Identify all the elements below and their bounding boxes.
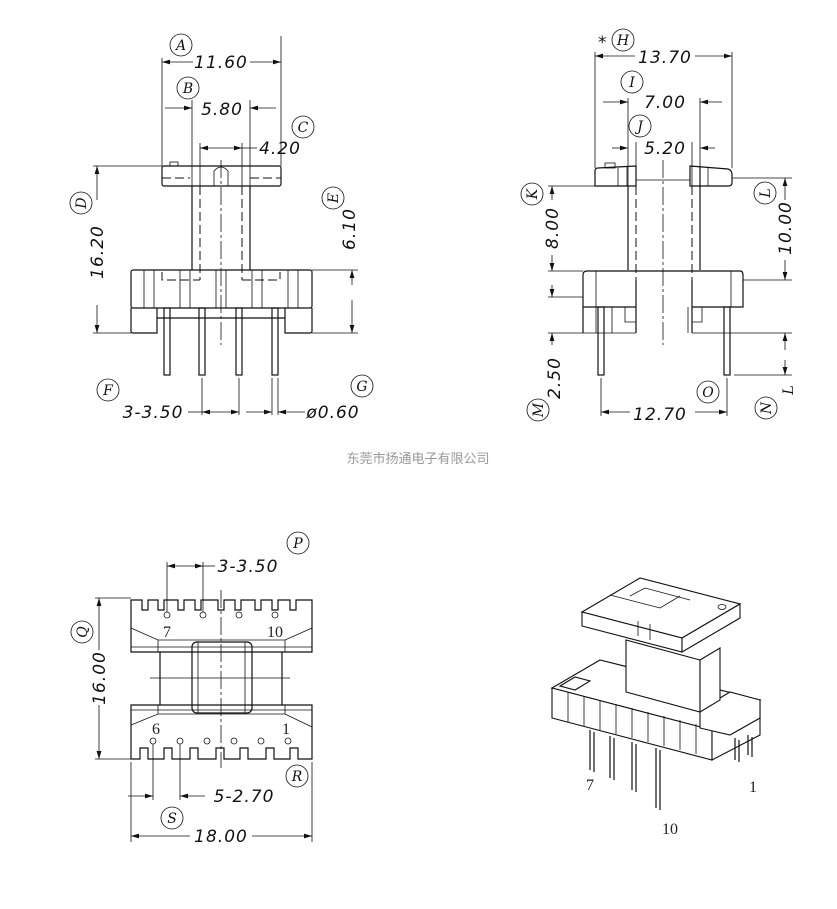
dim-L: 10.00 <box>776 201 796 255</box>
label-circle-R <box>285 764 309 788</box>
label-B: B <box>182 81 193 97</box>
label-circle-O <box>696 380 720 404</box>
label-circle-M <box>526 398 550 422</box>
dim-D: 16.20 <box>88 225 108 279</box>
iso-pin-label-10: 10 <box>662 821 678 838</box>
dim-A: 11.60 <box>194 53 248 73</box>
label-circle-P <box>286 531 310 555</box>
label-O: O <box>702 385 714 401</box>
dim-C: 4.20 <box>259 139 301 159</box>
label-A: A <box>174 38 186 54</box>
label-circle-K <box>520 182 544 206</box>
label-C: C <box>298 120 309 136</box>
dim-E: 6.10 <box>340 208 360 250</box>
dim-B: 5.80 <box>201 100 243 120</box>
dim-M: 2.50 <box>545 357 565 399</box>
dim-S: 18.00 <box>194 827 248 847</box>
pin-label-7: 7 <box>163 624 171 641</box>
label-R: R <box>291 769 303 785</box>
dim-R: 5-2.70 <box>214 787 275 807</box>
label-F: F <box>102 383 114 399</box>
label-S: S <box>167 811 177 827</box>
label-H: H <box>616 33 630 49</box>
dim-P: 3-3.50 <box>218 557 279 577</box>
dim-F: 3-3.50 <box>123 403 184 423</box>
label-circle-G <box>350 374 374 398</box>
label-circle-D <box>69 191 93 215</box>
label-N: N <box>759 401 775 415</box>
label-J: J <box>634 119 644 135</box>
dim-N: L <box>781 385 797 395</box>
label-L: L <box>758 188 774 198</box>
label-E: E <box>326 193 342 204</box>
iso-pin-label-1: 1 <box>749 779 757 796</box>
label-circle-C <box>291 115 315 139</box>
pin-label-1: 1 <box>282 721 290 738</box>
dim-K: 8.00 <box>543 207 563 249</box>
label-circle-E <box>321 186 345 210</box>
label-circle-I <box>620 70 644 94</box>
label-Q: Q <box>75 626 91 638</box>
label-circle-N <box>754 396 778 420</box>
pin-label-10: 10 <box>267 624 283 641</box>
iso-pin-label-7: 7 <box>586 777 594 794</box>
label-circle-F <box>96 378 120 402</box>
label-circle-Q <box>70 620 94 644</box>
dim-G: ø0.60 <box>305 403 359 423</box>
front-view: A 11.60 B 5.80 C 4.20 D 16.20 E 6.10 F 3… <box>69 33 374 423</box>
isometric-view: 7 10 1 <box>550 577 762 838</box>
side-view: * H 13.70 I 7.00 J 5.20 K 8.00 L 10.00 M… <box>520 28 797 425</box>
side-pin <box>723 306 731 376</box>
label-M: M <box>531 402 547 418</box>
dim-H: 13.70 <box>638 48 692 68</box>
side-pin <box>597 306 605 376</box>
label-circle-H <box>611 28 635 52</box>
asterisk-mark: * <box>598 33 608 53</box>
label-circle-J <box>628 114 652 138</box>
bottom-view: 7 10 6 1 P 3-3.50 Q 16.00 R 5-2.70 S 18.… <box>70 531 313 847</box>
label-P: P <box>292 536 303 552</box>
label-circle-L <box>753 181 777 205</box>
pins <box>163 307 279 376</box>
label-circle-B <box>176 76 200 100</box>
dim-J: 5.20 <box>644 139 686 159</box>
label-circle-A <box>169 33 193 57</box>
label-D: D <box>74 197 90 209</box>
pin-label-6: 6 <box>152 721 160 738</box>
label-K: K <box>525 187 541 200</box>
dim-O: 12.70 <box>633 405 687 425</box>
company-name-small: 东莞市扬通电子有限公司 <box>346 451 489 467</box>
label-G: G <box>356 379 367 395</box>
label-circle-S <box>160 806 184 830</box>
dim-I: 7.00 <box>644 93 686 113</box>
label-I: I <box>628 75 635 91</box>
dim-Q: 16.00 <box>90 651 110 705</box>
